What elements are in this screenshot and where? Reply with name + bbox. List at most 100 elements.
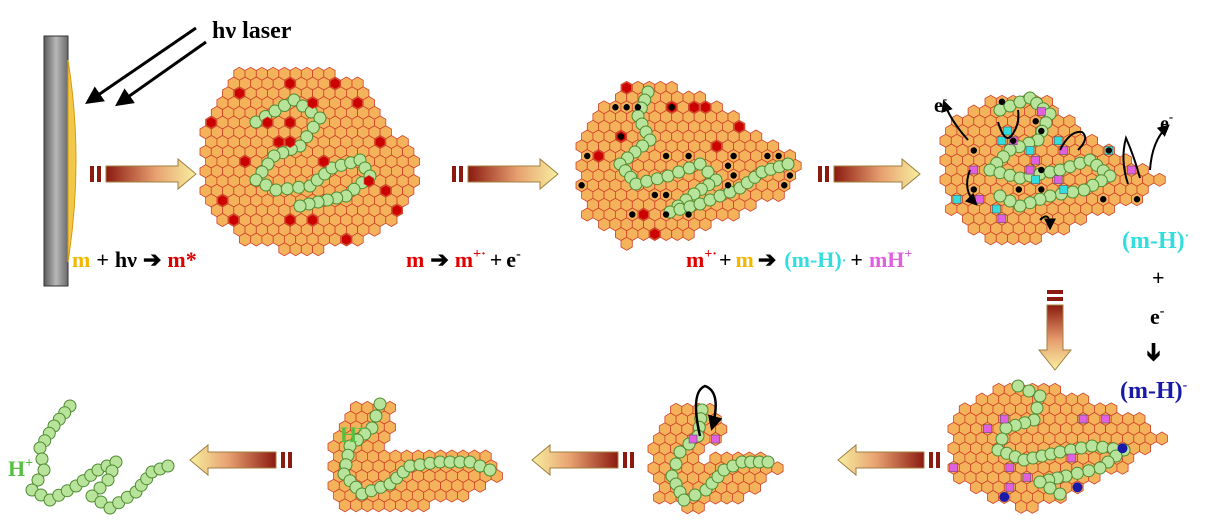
matrix-molecule [970,480,983,495]
analyte-bead [661,169,675,183]
matrix-radical [623,104,630,111]
protonated-matrix [1037,107,1046,116]
matrix-radical [662,152,670,160]
deprotonated-matrix [991,204,1001,214]
analyte-bead [369,409,383,423]
matrix-molecule [338,498,351,513]
matrix-radical [1009,137,1017,144]
excited-matrix [363,175,375,187]
excited-matrix [318,155,330,168]
matrix-radical [662,191,670,199]
electron-label-left: e- [934,91,947,117]
matrix-radical [1038,186,1045,193]
matrix-molecule [953,470,966,485]
analyte-bead [306,120,320,134]
matrix-cluster-electron-capture [947,379,1168,514]
analyte-bead [682,161,696,175]
analyte-bead [1033,389,1047,403]
analyte-bead [1085,439,1099,453]
matrix-radical [764,152,771,160]
analyte-bead [94,495,108,509]
matrix-radical [584,152,591,160]
analyte-bead [37,463,51,477]
matrix-molecule [395,498,408,513]
deprotonated-matrix [1003,126,1012,136]
analyte-bead [693,157,707,171]
matrix-molecule [692,500,705,515]
analyte-bead [31,473,45,487]
process-arrow-3-icon [818,157,921,191]
matrix-molecule [581,207,594,222]
analyte-bead [35,452,49,466]
matrix-radical [617,133,625,140]
matrix-molecule [473,478,487,493]
matrix-molecule [727,207,740,222]
matrix-molecule [385,213,398,227]
matrix-radical [634,104,642,111]
matrix-radical [730,152,737,160]
deprotonated-matrix [1059,185,1069,194]
analyte-bead [1066,185,1080,199]
analyte-bead [85,489,99,503]
protonated-matrix [711,434,720,444]
matrix-molecule [1029,231,1042,246]
excited-matrix [234,87,245,100]
equation-ionization: m➔m+·+e- [406,247,521,272]
excited-matrix [284,77,296,90]
excited-matrix [284,116,296,129]
analyte-bead [669,457,683,471]
analyte-bead [677,493,691,507]
analyte-bead [292,180,306,194]
svg-text:(m-H)-: (m-H)- [1120,378,1188,404]
matrix-molecule [637,227,650,241]
radical-cation-matrix [649,228,660,240]
matrix-molecule [761,188,774,202]
deprotonated-anion [1072,482,1083,493]
sample-plate [43,35,77,287]
excited-matrix [329,77,341,90]
matrix-molecule [300,242,314,257]
matrix-radical [781,182,788,189]
deprotonated-matrix [1025,146,1035,155]
matrix-molecule [238,232,252,247]
matrix-molecule [1015,499,1028,514]
deprotonated-matrix [1031,175,1040,185]
matrix-molecule [772,188,785,202]
laser-label: hν laser [212,18,292,44]
matrix-molecule [351,232,364,247]
matrix-radical [724,162,732,169]
excited-matrix [284,136,296,148]
excited-matrix [307,97,318,109]
analyte-bead [93,481,107,495]
excited-matrix [374,136,386,148]
electron-label-right: e- [1160,109,1173,135]
process-arrow-6-icon [189,443,292,477]
matrix-molecule [1102,202,1115,216]
analyte-bead [999,421,1013,435]
matrix-radical [775,152,782,160]
matrix-radical [1032,118,1039,125]
process-arrow-1-icon [90,157,197,191]
matrix-radical [651,191,659,199]
matrix-molecule [682,227,695,241]
deprotonated-anion [1117,443,1128,454]
matrix-molecule [372,498,385,513]
matrix-molecule [1153,172,1166,187]
process-arrow-down-icon [1037,290,1073,371]
matrix-molecule [361,498,374,513]
analyte-bead [1082,464,1096,478]
protonated-matrix [999,414,1009,424]
analyte-bead [629,177,643,191]
equation-excitation: m+hν➔m* [72,247,197,272]
analyte-bead [33,441,47,455]
desolvation-cluster-late [327,397,503,513]
protonated-matrix [1025,165,1035,175]
excited-matrix [380,184,391,197]
excited-matrix [217,194,228,207]
excited-matrix [352,97,363,109]
matrix-molecule [368,222,381,237]
protonated-matrix [969,165,979,175]
analyte-bead [1030,401,1044,415]
protonated-matrix [1053,175,1063,185]
